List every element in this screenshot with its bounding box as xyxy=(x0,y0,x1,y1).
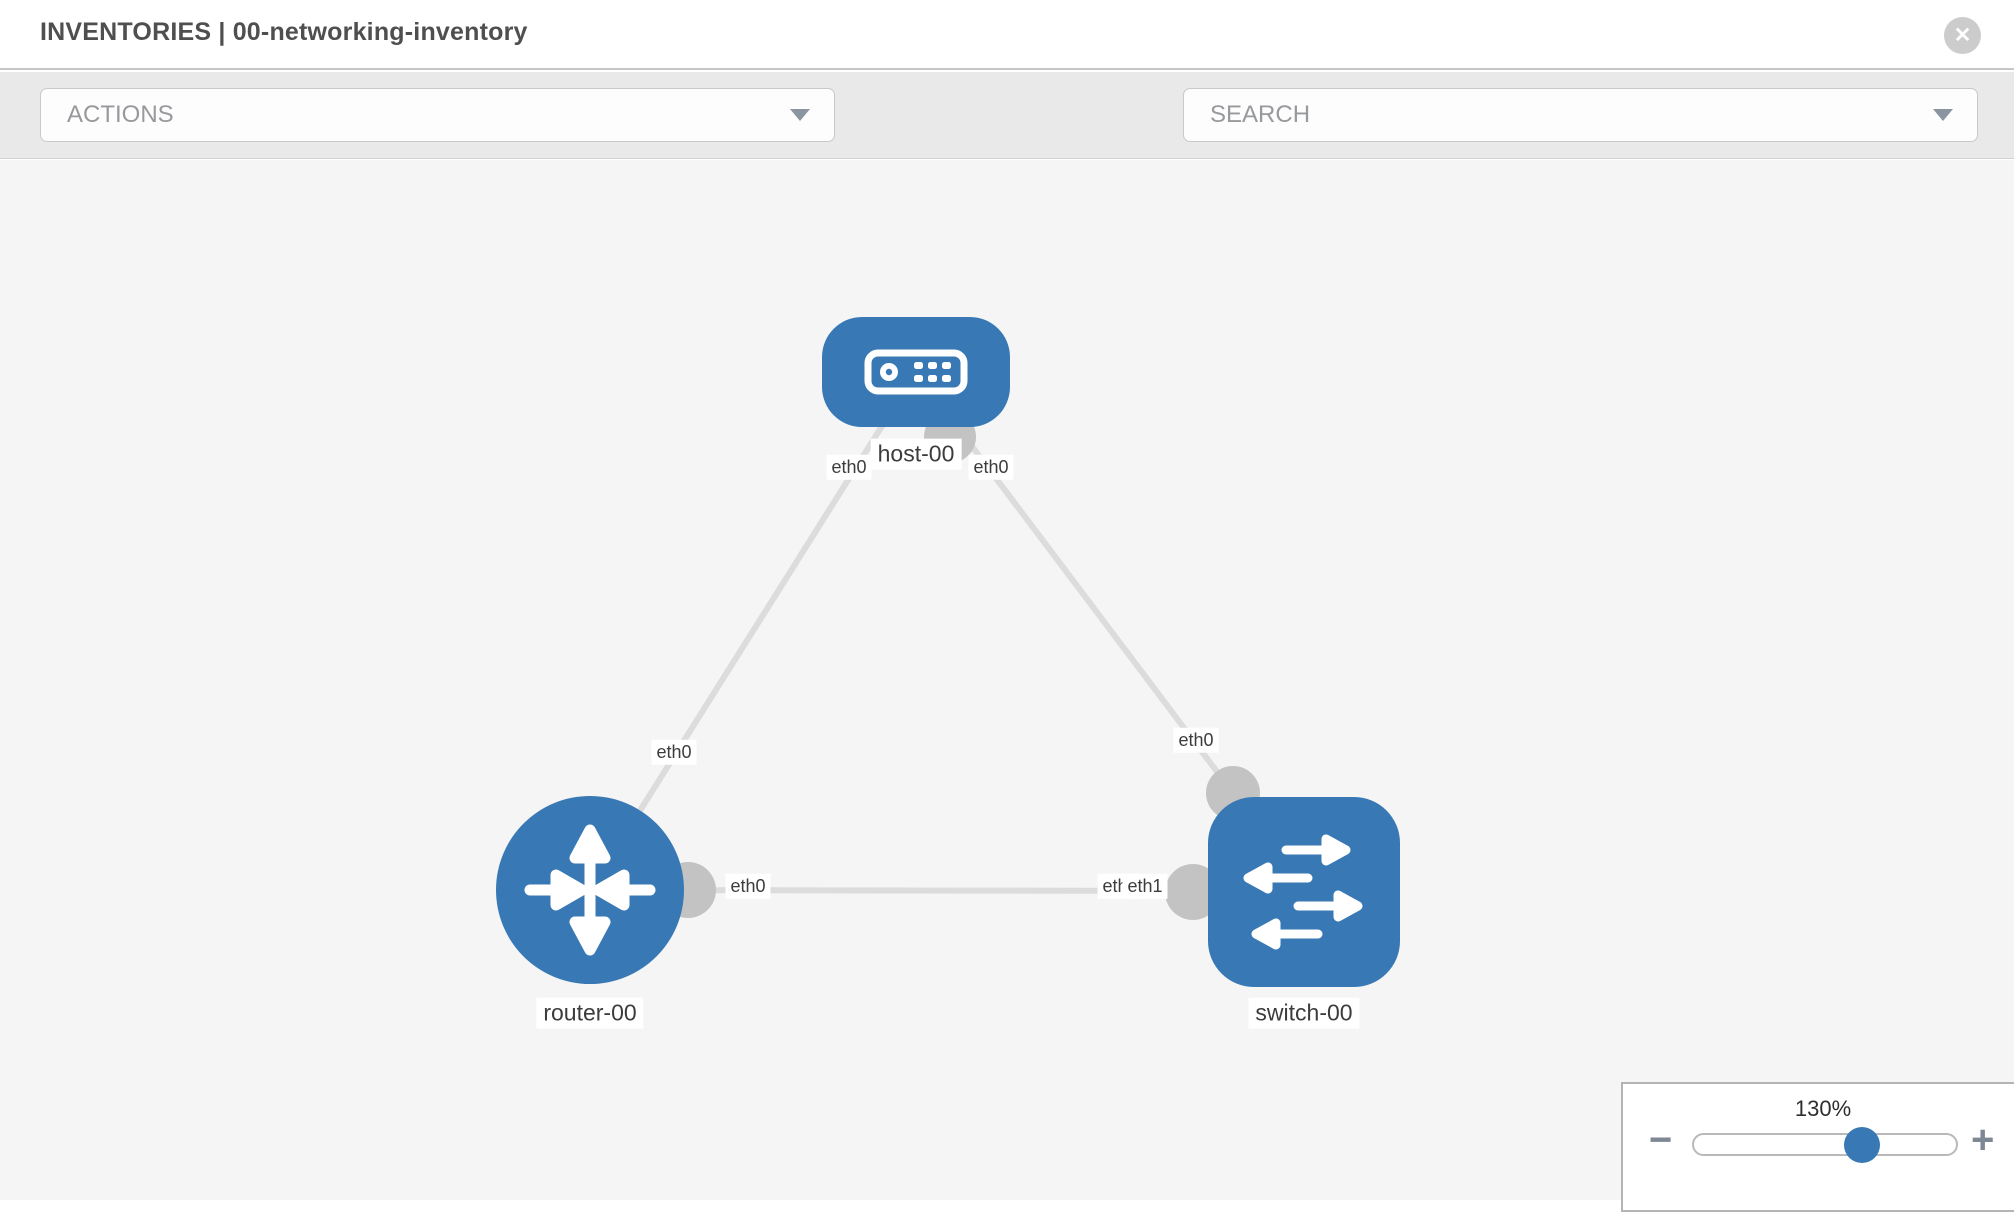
panel-header: INVENTORIES | 00-networking-inventory ✕ xyxy=(0,0,2014,70)
page-title: INVENTORIES | 00-networking-inventory xyxy=(40,18,528,46)
node-label-host: host-00 xyxy=(870,438,962,470)
zoom-slider-thumb[interactable] xyxy=(1843,1126,1880,1163)
node-router[interactable] xyxy=(496,796,684,984)
actions-dropdown-label: ACTIONS xyxy=(67,101,174,128)
iface-label-router-eth0-uplink: eth0 xyxy=(651,739,697,765)
node-label-switch: switch-00 xyxy=(1248,997,1360,1029)
actions-dropdown[interactable]: ACTIONS xyxy=(40,88,835,142)
search-placeholder: SEARCH xyxy=(1210,101,1311,128)
iface-label-host-eth0-left: eth0 xyxy=(826,454,872,480)
chevron-down-icon xyxy=(790,109,810,121)
node-host[interactable] xyxy=(822,317,1010,427)
chevron-down-icon xyxy=(1933,109,1953,121)
close-button[interactable]: ✕ xyxy=(1944,17,1981,54)
iface-label-switch-eth0-uplink: eth0 xyxy=(1173,727,1219,753)
iface-label-switch-eth1-lan: eth1 xyxy=(1122,873,1168,899)
switch-icon xyxy=(1243,834,1363,950)
zoom-in-button[interactable]: + xyxy=(1971,1118,1995,1162)
topology-canvas[interactable] xyxy=(0,160,2014,1200)
zoom-level-value: 130% xyxy=(1794,1096,1852,1121)
zoom-widget: 130% − + xyxy=(1621,1082,2014,1212)
toolbar: ACTIONS SEARCH xyxy=(0,72,2014,205)
node-label-router: router-00 xyxy=(536,997,644,1029)
zoom-slider-track[interactable] xyxy=(1692,1126,1958,1163)
zoom-out-button[interactable]: − xyxy=(1649,1118,1673,1162)
node-switch[interactable] xyxy=(1208,797,1400,987)
router-icon xyxy=(524,824,656,956)
host-icon xyxy=(864,349,968,395)
iface-label-host-eth0-right: eth0 xyxy=(968,454,1014,480)
iface-label-router-eth0-lan: eth0 xyxy=(725,873,771,899)
close-icon: ✕ xyxy=(1953,24,1972,47)
search-dropdown[interactable]: SEARCH xyxy=(1183,88,1978,142)
